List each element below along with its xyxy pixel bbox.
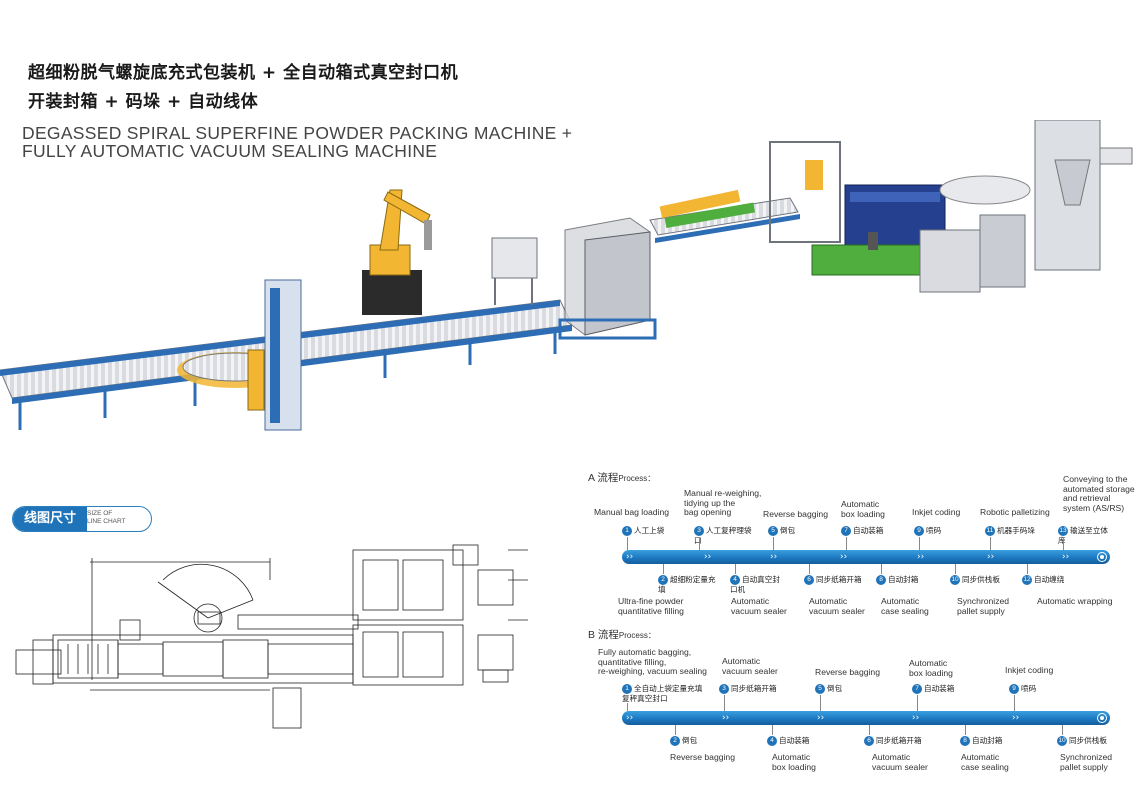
b-step9-en: Inkjet coding [1005,665,1054,675]
layout-line-drawing [15,544,528,729]
b-step5-en: Reverse bagging [815,667,880,677]
badge-label-cn: 线图尺寸 [13,507,87,531]
b-step1-en: Fully automatic bagging,quantitative fil… [598,647,707,677]
spiral-filling-machine [919,120,1133,293]
process-a-label: A 流程Process： [588,472,656,484]
a-step5-en: Reverse bagging [763,509,828,519]
title-en-line2: FULLY AUTOMATIC VACUUM SEALING MACHINE [22,141,438,161]
palletizing-robot [362,189,432,315]
line-chart-badge: 线图尺寸 SIZE OF LINE CHART [12,506,152,532]
production-line-illustration [0,120,1133,431]
a-step9-en: Inkjet coding [912,507,961,517]
title-en-line1: DEGASSED SPIRAL SUPERFINE POWDER PACKING… [22,123,573,143]
b-step2-en: Reverse bagging [670,752,735,762]
process-b-label: B 流程Process： [588,629,656,641]
rear-conveyor [649,189,800,243]
title-cn-line1: 超细粉脱气螺旋底充式包装机 + 全自动箱式真空封口机 [28,63,459,83]
reverse-bagging-unit [491,237,538,305]
badge-label-en: SIZE OF LINE CHART [87,510,126,525]
a-step12-en: Automatic wrapping [1037,596,1113,606]
timeline-end-icon [1097,713,1107,723]
stretch-wrapper [177,279,302,431]
timeline-end-icon [1097,552,1107,562]
a-step11-en: Robotic palletizing [980,507,1050,517]
process-b-timeline: ›› ›› ›› ›› ›› [622,711,1110,725]
a-step1-en: Manual bag loading [594,507,670,517]
title-cn-line2: 开装封箱 + 码垛 + 自动线体 [28,92,259,112]
carton-erector-frame [558,217,657,340]
process-a-timeline: ›› ›› ›› ›› ›› ›› ›› [622,550,1110,564]
